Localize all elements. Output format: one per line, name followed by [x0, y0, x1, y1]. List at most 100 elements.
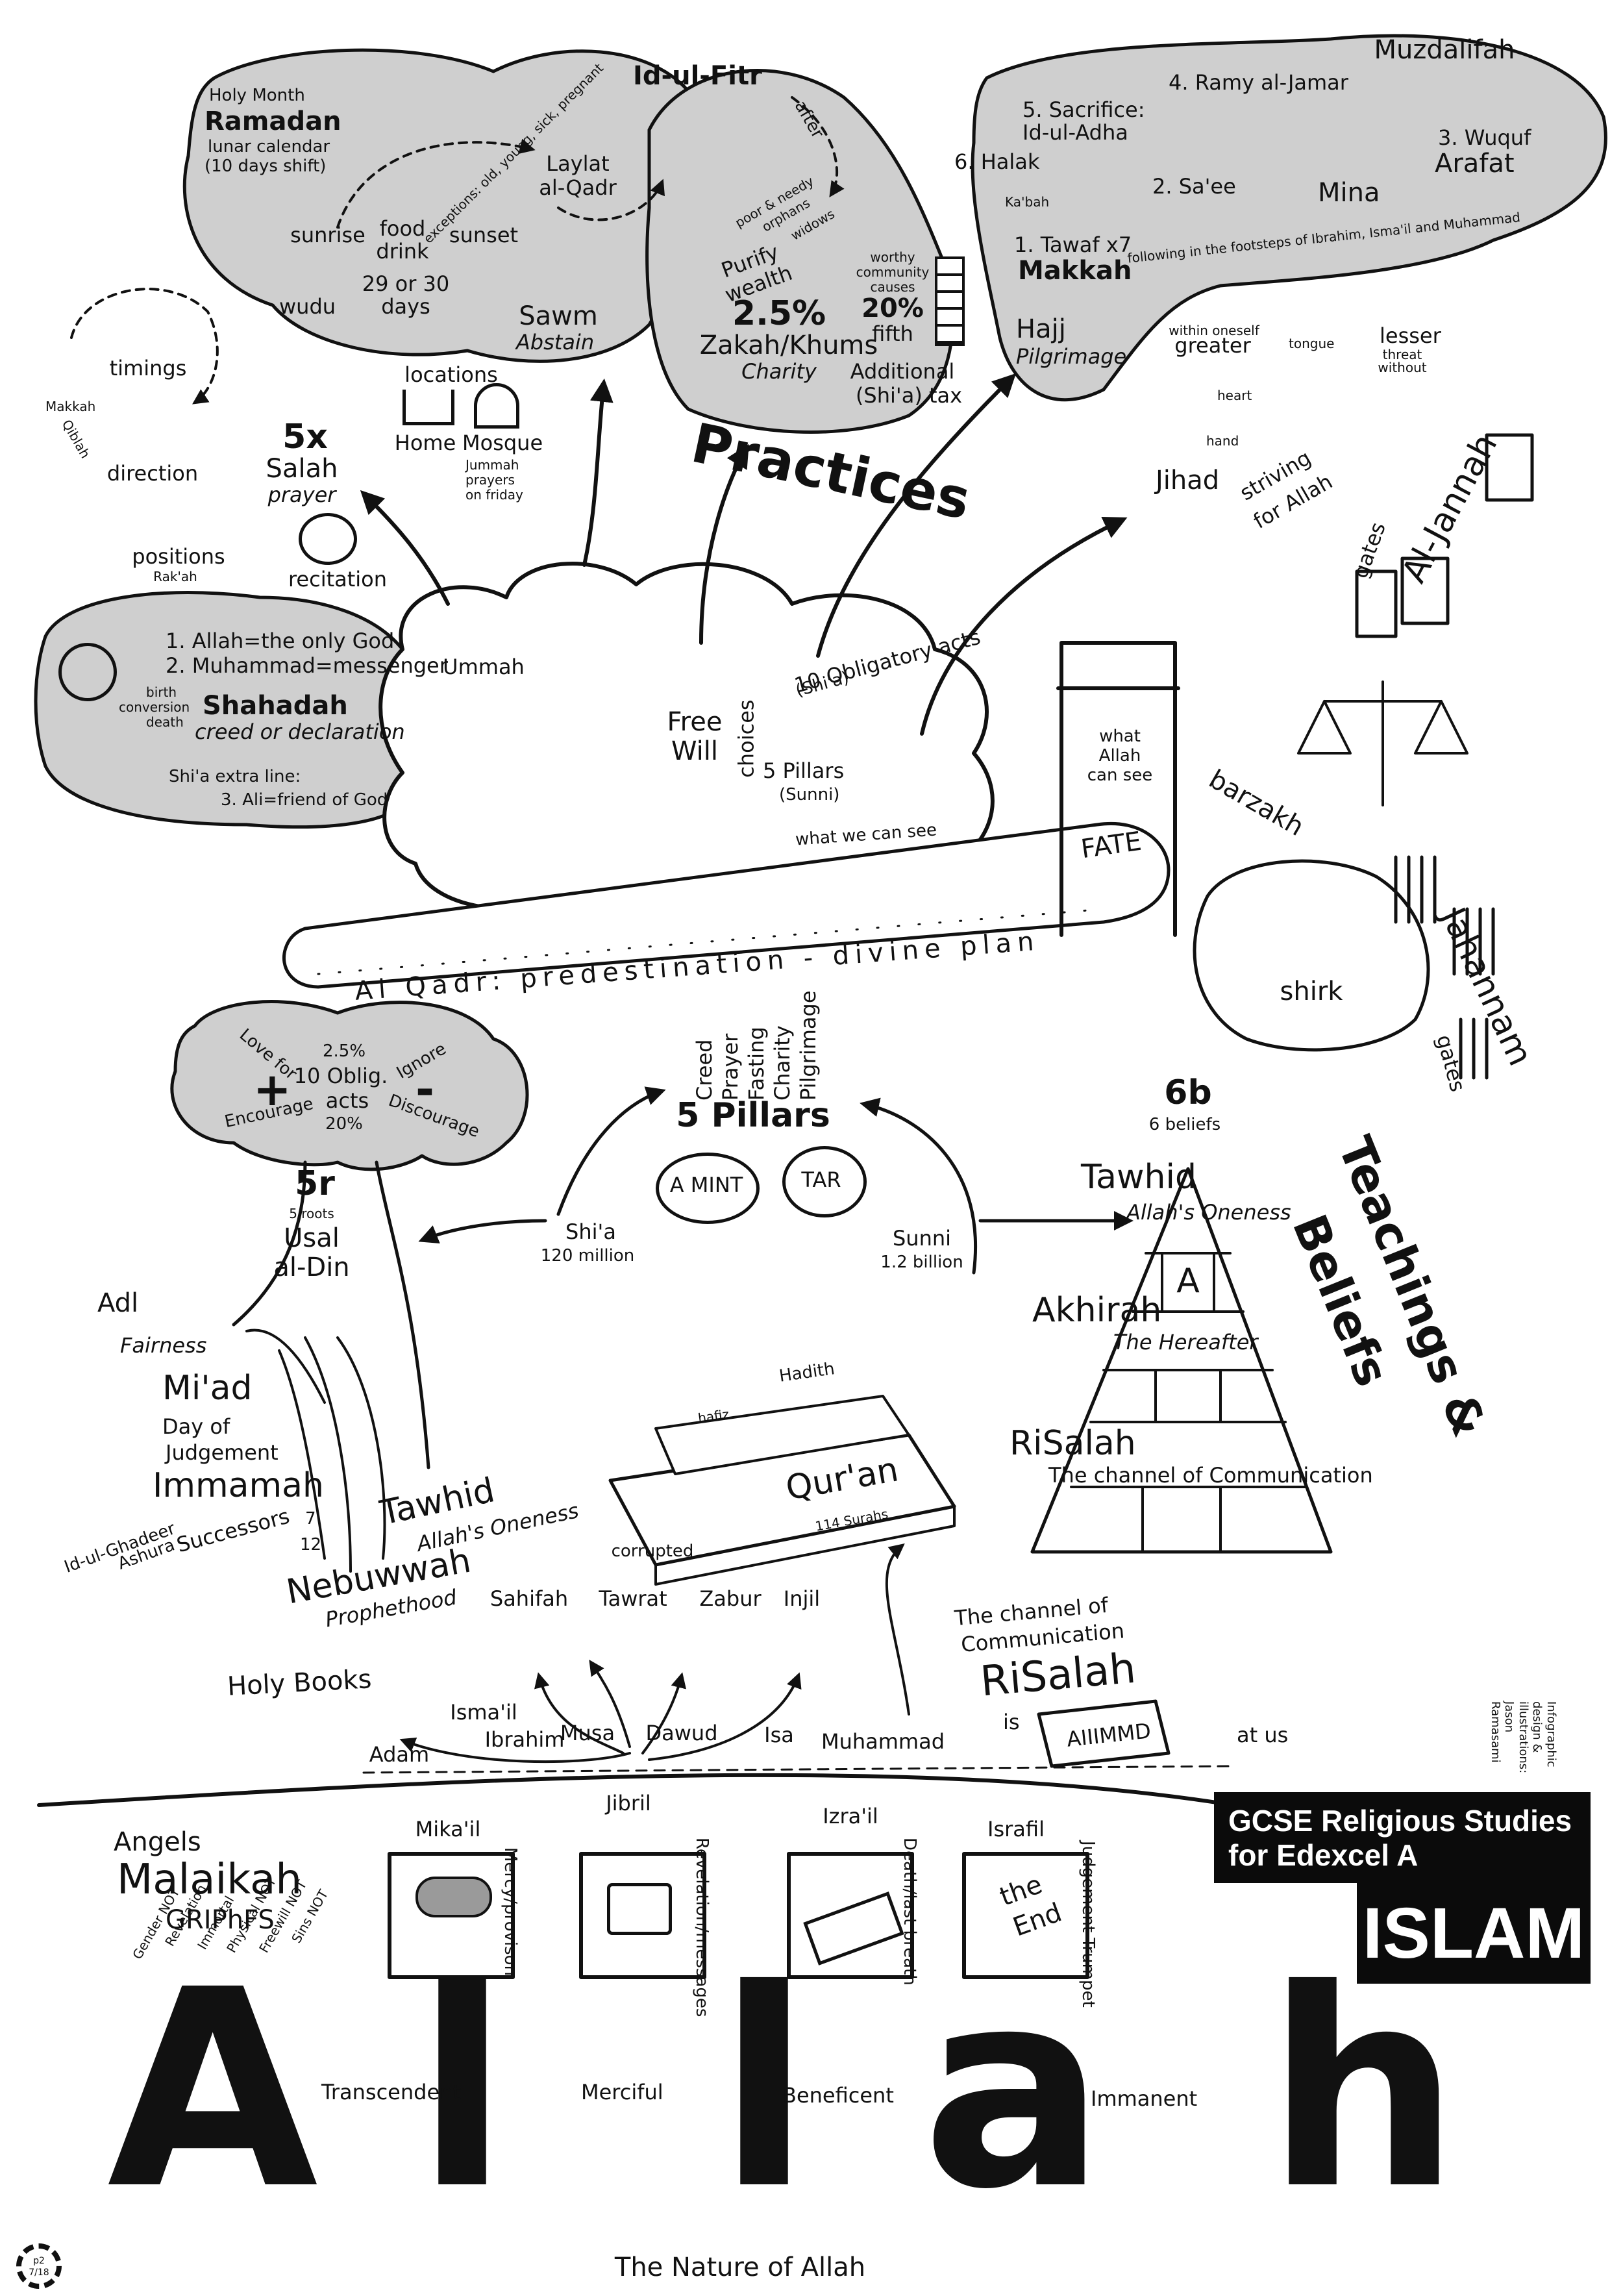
shahadah-shia-extra: Shi'a extra line: — [169, 767, 301, 786]
allah-letter-l1: l — [415, 1932, 509, 2249]
angel-izrail: Izra'il — [823, 1804, 878, 1828]
shirk-label: shirk — [1280, 977, 1343, 1006]
book-tawrat: Tawrat — [599, 1586, 667, 1611]
allah-letter-a2: a — [922, 1932, 1106, 2249]
tree-judgement: Judgement — [166, 1440, 279, 1465]
megaphone-icon — [58, 643, 117, 701]
prophet-ismail: Isma'il — [450, 1700, 517, 1725]
book-injil: Injil — [783, 1586, 821, 1611]
ramadan-title: Ramadan — [204, 106, 341, 136]
hajj-muzdalifah: Muzdalifah — [1374, 35, 1515, 65]
salah-rakah: Rak'ah — [153, 569, 197, 584]
speech-bubble-amint — [656, 1153, 760, 1224]
shirk-blob — [1193, 859, 1430, 1052]
al-qadr: al-Qadr — [539, 175, 617, 200]
salah-mosque: Mosque — [462, 430, 543, 455]
shahadah-conversion: conversion — [119, 699, 190, 715]
salah-locations: locations — [404, 362, 498, 387]
shahadah-death: death — [146, 714, 184, 730]
hajj-pilgrimage: Pilgrimage — [1016, 344, 1127, 369]
tree-acts: acts — [325, 1088, 369, 1113]
pillars-shia-count: 120 million — [540, 1246, 635, 1266]
pyramid-hereafter: The Hereafter — [1113, 1330, 1258, 1354]
angel-israfil: Israfil — [987, 1817, 1045, 1841]
angel-izrail-role: Death/last breath — [900, 1838, 919, 1986]
home-icon — [403, 390, 454, 425]
books-corrupted: corrupted — [611, 1541, 694, 1561]
shahadah-line-2: 2. Muhammad=messenger — [166, 653, 448, 678]
tree-seven: 7 — [305, 1509, 316, 1529]
hajj-wuquf: 3. Wuquf — [1438, 125, 1531, 150]
pyramid-tawhid: Tawhid — [1081, 1158, 1196, 1197]
tree-fairness: Fairness — [120, 1333, 207, 1358]
hajj-id-ul-adha: Id-ul-Adha — [1022, 120, 1128, 145]
shahadah-title: Shahadah — [203, 691, 348, 721]
ramadan-shift: (10 days shift) — [204, 156, 327, 176]
megaphone — [1037, 1699, 1171, 1768]
izrail-box — [787, 1852, 914, 1979]
ramadan-food: food — [379, 216, 426, 241]
tree-plus: + — [253, 1063, 291, 1116]
page-ref-num: 7/18 — [29, 2267, 49, 2278]
allah-letter-a: A — [107, 1932, 319, 2249]
cloud-five-pillars: 5 Pillars — [763, 758, 845, 783]
hajj-ramy: 4. Ramy al-Jamar — [1169, 70, 1348, 95]
ramadan-lunar: lunar calendar — [208, 137, 330, 156]
prophet-isa: Isa — [764, 1723, 794, 1747]
khums-fifth: fifth — [872, 321, 913, 346]
zakah-percent: 2.5% — [732, 294, 826, 333]
hajj-halak: 6. Halak — [954, 149, 1040, 174]
pillars-tar: TAR — [801, 1167, 841, 1192]
angels-label: Angels — [114, 1827, 201, 1857]
allah-immanent: Immanent — [1091, 2086, 1198, 2111]
pillar-charity: Charity — [770, 1025, 795, 1101]
jihad-heart: heart — [1217, 388, 1252, 403]
zakah-worthy: worthy — [870, 249, 915, 265]
fate-can-see: can see — [1087, 766, 1153, 785]
shahadah-line-1: 1. Allah=the only God — [166, 629, 395, 653]
tree-usal: Usal — [284, 1223, 340, 1253]
hajj-tawaf: 1. Tawaf x7 — [1014, 232, 1132, 257]
allah-merciful: Merciful — [581, 2080, 663, 2104]
hajj-blob — [971, 34, 1607, 402]
ramadan-sunrise: sunrise — [290, 223, 365, 247]
angel-jibril: Jibril — [606, 1791, 651, 1816]
shahadah-line-3: 3. Ali=friend of God — [221, 790, 388, 810]
pillars-title: 5 Pillars — [676, 1096, 830, 1135]
pyramid-a: A — [1176, 1262, 1200, 1301]
pyramid-channel: The channel of Communication — [1048, 1463, 1373, 1488]
ramadan-drink: drink — [376, 239, 429, 264]
id-ul-fitr: Id-ul-Fitr — [633, 61, 762, 91]
allah-beneficent: Beneficent — [782, 2083, 894, 2108]
pillar-prayer: Prayer — [718, 1033, 743, 1101]
pillars-shia: Shi'a — [565, 1219, 616, 1244]
pyramid-oneness: Allah's Oneness — [1126, 1200, 1291, 1225]
hajj-title: Hajj — [1016, 314, 1066, 344]
pillar-pilgrimage: Pilgrimage — [796, 990, 821, 1101]
tree-oblig: 10 Oblig. — [293, 1064, 388, 1088]
pillars-sunni: Sunni — [892, 1226, 952, 1251]
jibril-box — [579, 1852, 706, 1979]
ramadan-blob — [182, 48, 700, 363]
shahadah-creed: creed or declaration — [195, 719, 405, 744]
zakah-blob — [645, 69, 954, 434]
mosque-icon — [474, 383, 519, 429]
pillar-creed: Creed — [692, 1039, 717, 1101]
allah-nature: The Nature of Allah — [614, 2252, 866, 2282]
salah-five: 5x — [282, 418, 328, 456]
khums-percent: 20% — [861, 293, 924, 323]
zakah-causes: causes — [870, 279, 915, 295]
pillar-fasting: Fasting — [744, 1027, 769, 1101]
jihad-hand: hand — [1206, 433, 1239, 449]
gear-icon — [16, 2243, 62, 2289]
pyramid-six-beliefs: 6 beliefs — [1148, 1115, 1221, 1134]
sawm-title: Sawm — [519, 301, 598, 331]
fate-what: what — [1099, 727, 1141, 746]
angel-mikail: Mika'il — [415, 1817, 481, 1841]
ramadan-sunset: sunset — [449, 223, 519, 247]
tree-minus: - — [415, 1063, 435, 1116]
hajj-kabah: Ka'bah — [1005, 194, 1050, 210]
salah-jummah-3: on friday — [465, 487, 523, 503]
pyramid — [1030, 1167, 1333, 1554]
